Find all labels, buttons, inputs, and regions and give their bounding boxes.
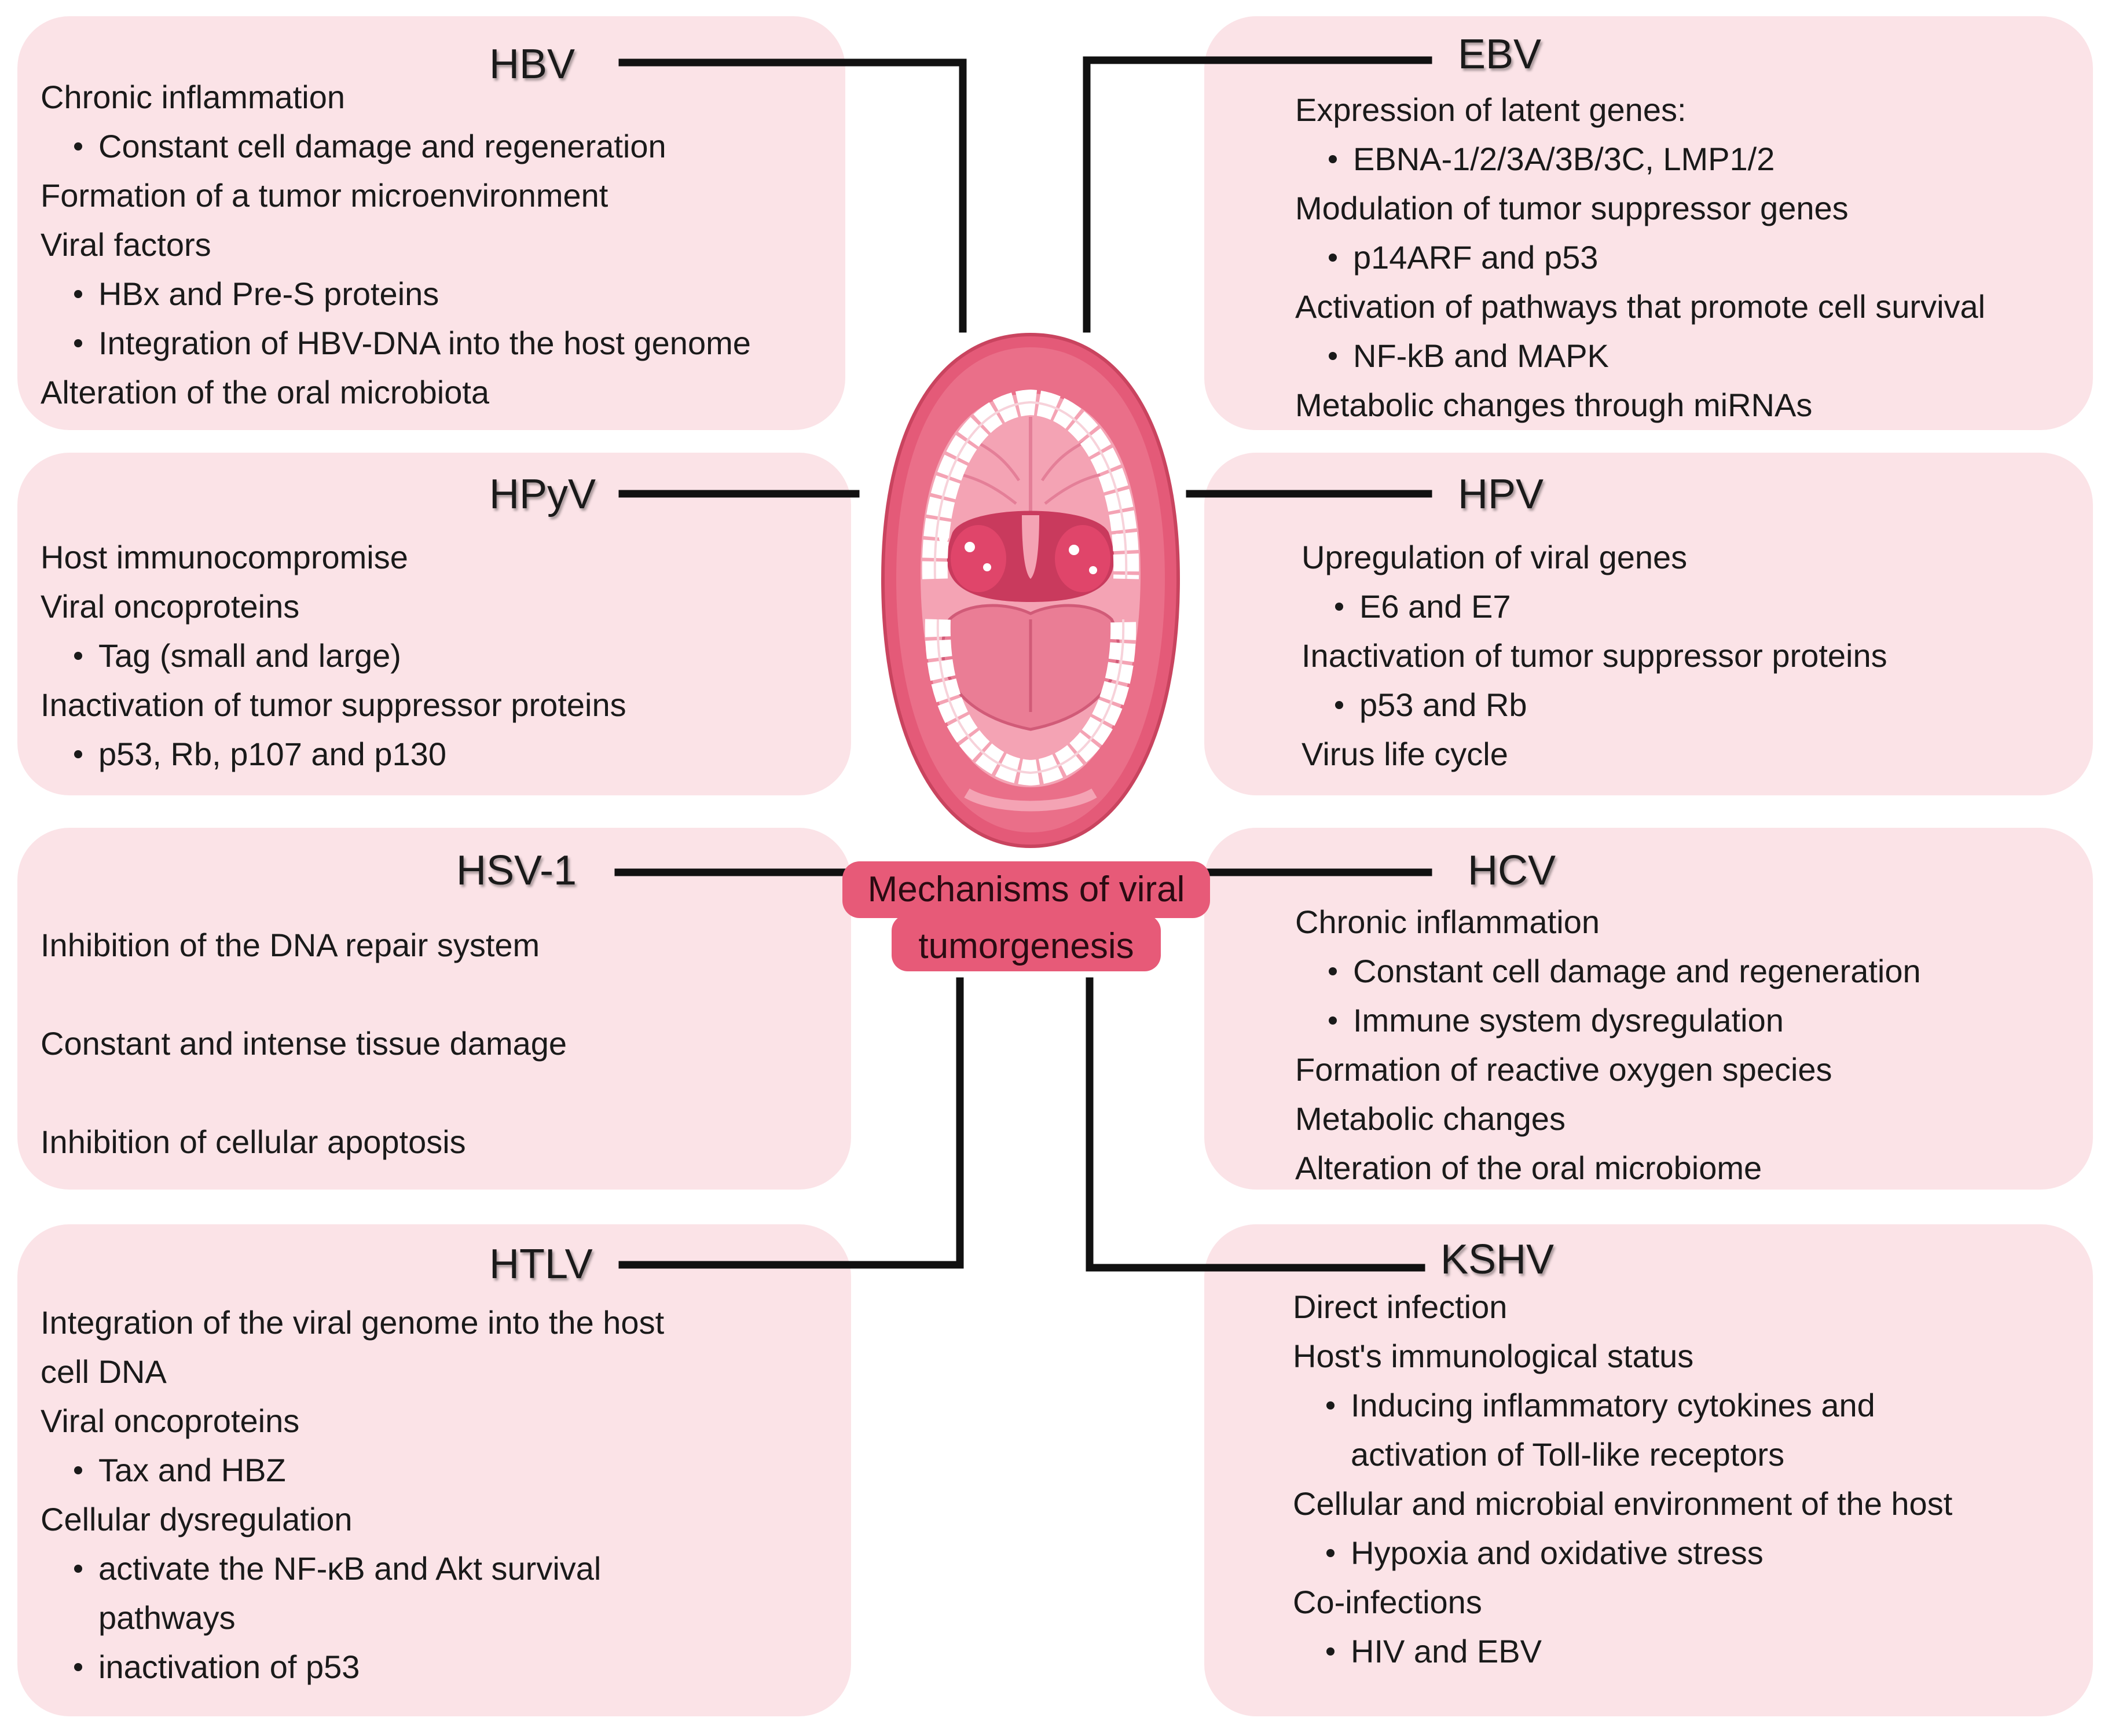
mechanism-item: Alteration of the oral microbiome: [1295, 1150, 1762, 1186]
bullet-item: Tax and HBZ: [41, 1445, 664, 1495]
mechanism-item: Modulation of tumor suppressor genes: [1295, 190, 1849, 226]
panel-hcv: [1204, 828, 2093, 1190]
mechanism-item: Co-infections: [1293, 1584, 1482, 1620]
mechanism-item: Viral oncoproteins: [41, 1403, 300, 1439]
connector-kshv: [1086, 977, 1425, 1272]
title-kshv: KSHV: [1440, 1236, 1555, 1283]
center-label: Mechanisms of viral tumorgenesis: [842, 861, 1210, 975]
connector-htlv: [618, 977, 964, 1269]
content-htlv: Integration of the viral genome into the…: [41, 1298, 664, 1691]
mechanism-item: Expression of latent genes:: [1295, 91, 1687, 128]
bullet-item: HIV and EBV: [1293, 1627, 1952, 1676]
connector-hbv: [618, 58, 967, 333]
bullet-item: E6 and E7: [1302, 582, 1887, 631]
mechanism-item: cell DNA: [41, 1353, 167, 1390]
mechanism-item: Direct infection: [1293, 1289, 1508, 1325]
panel-htlv: [17, 1224, 851, 1716]
panel-kshv: [1204, 1224, 2093, 1716]
title-hsv1: HSV-1: [456, 847, 577, 894]
mechanism-item: Viral oncoproteins: [41, 588, 300, 625]
mechanism-item: Integration of the viral genome into the…: [41, 1304, 665, 1341]
panel-hpv: [1204, 453, 2093, 795]
mechanism-item: Inhibition of the DNA repair system: [41, 927, 540, 963]
bullet-item: inactivation of p53: [41, 1642, 664, 1691]
title-ebv: EBV: [1458, 31, 1542, 78]
bullet-item-continuation: activation of Toll-like receptors: [1351, 1436, 1785, 1473]
mechanism-item: Inhibition of cellular apoptosis: [41, 1124, 466, 1160]
mechanism-item: Host's immunological status: [1293, 1338, 1694, 1374]
panel-hsv1: [17, 828, 851, 1190]
center-label-line1: Mechanisms of viral: [867, 869, 1185, 909]
mechanism-item: Cellular and microbial environment of th…: [1293, 1485, 1953, 1522]
mechanism-item: Alteration of the oral microbiota: [41, 374, 490, 410]
mechanism-item: Viral factors: [41, 226, 211, 263]
mechanism-item: Metabolic changes: [1295, 1100, 1566, 1137]
mechanism-item: Formation of a tumor microenvironment: [41, 177, 608, 214]
mechanism-item: Chronic inflammation: [41, 79, 345, 115]
title-hbv: HBV: [489, 41, 575, 87]
bullet-item: Constant cell damage and regeneration: [1295, 946, 1921, 996]
mechanism-item: Formation of reactive oxygen species: [1295, 1051, 1832, 1088]
bullet-item-continuation: pathways: [98, 1599, 236, 1636]
bullet-item: activate the NF-κB and Akt survival: [41, 1544, 664, 1593]
mechanism-item: Inactivation of tumor suppressor protein…: [1302, 637, 1887, 674]
mechanism-item: Host immunocompromise: [41, 539, 408, 575]
mechanism-item: Cellular dysregulation: [41, 1501, 353, 1537]
bullet-item: EBNA-1/2/3A/3B/3C, LMP1/2: [1295, 134, 1985, 183]
open-mouth-illustration: [881, 332, 1181, 849]
bullet-item: Constant cell damage and regeneration: [41, 122, 751, 171]
bullet-item: Integration of HBV-DNA into the host gen…: [41, 318, 751, 368]
title-hpyv: HPyV: [489, 471, 596, 518]
mechanism-item: Activation of pathways that promote cell…: [1295, 288, 1986, 325]
mechanism-item: Chronic inflammation: [1295, 904, 1600, 940]
panel-ebv: [1204, 16, 2093, 430]
bullet-item: Tag (small and large): [41, 631, 626, 680]
bullet-item: Inducing inflammatory cytokines and: [1293, 1381, 1952, 1430]
mechanism-item: Virus life cycle: [1302, 736, 1508, 772]
bullet-item: Immune system dysregulation: [1295, 996, 1921, 1045]
bullet-item: p53 and Rb: [1302, 680, 1887, 729]
bullet-item: HBx and Pre-S proteins: [41, 269, 751, 318]
connector-ebv: [1083, 56, 1432, 333]
mechanism-item: Metabolic changes through miRNAs: [1295, 387, 1813, 423]
mechanism-item: Inactivation of tumor suppressor protein…: [41, 687, 626, 723]
panel-hbv: [17, 16, 845, 430]
bullet-item: Hypoxia and oxidative stress: [1293, 1528, 1952, 1577]
bullet-item: p14ARF and p53: [1295, 233, 1985, 282]
mechanism-item: Constant and intense tissue damage: [41, 1025, 567, 1062]
bullet-item: p53, Rb, p107 and p130: [41, 729, 626, 779]
content-hpv: Upregulation of viral genes E6 and E7 Inac…: [1302, 533, 1887, 779]
title-htlv: HTLV: [489, 1241, 593, 1287]
title-hcv: HCV: [1468, 847, 1556, 894]
bullet-item: NF-kB and MAPK: [1295, 331, 1985, 380]
center-label-line2: tumorgenesis: [918, 926, 1134, 966]
panel-hpyv: [17, 453, 851, 795]
content-ebv: Expression of latent genes: EBNA-1/2/3A/3…: [1295, 85, 1985, 430]
title-hpv: HPV: [1458, 471, 1544, 518]
mechanism-item: Upregulation of viral genes: [1302, 539, 1688, 575]
